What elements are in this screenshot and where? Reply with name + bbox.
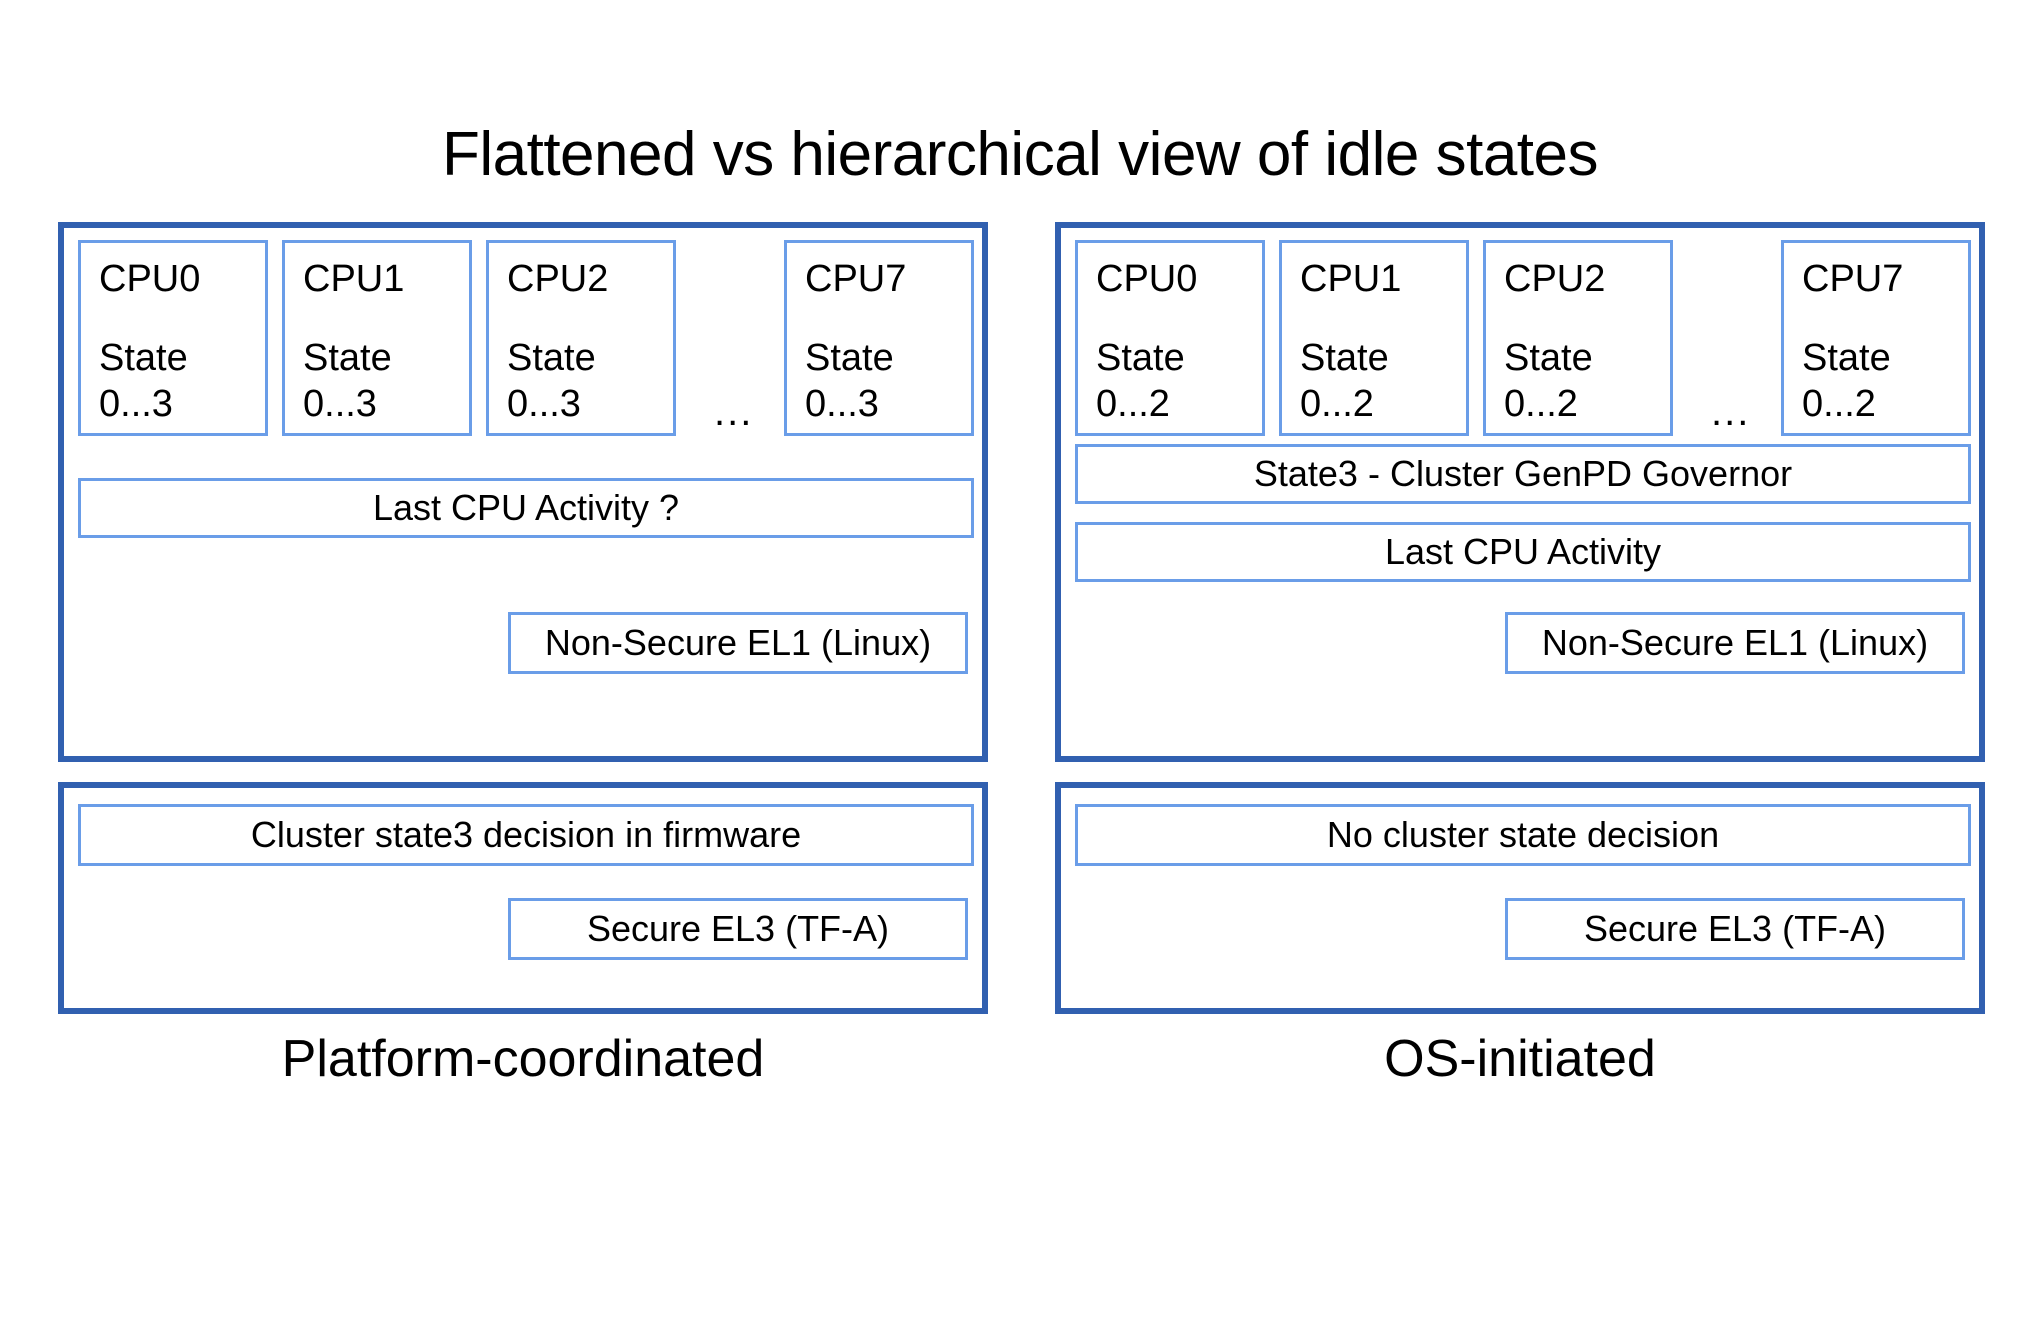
cluster-decision-bar-left[interactable]: Cluster state3 decision in firmware [78, 804, 974, 866]
last-cpu-activity-bar-left[interactable]: Last CPU Activity ? [78, 478, 974, 538]
cpu-state-range: State 0...3 [507, 337, 596, 425]
cpu-label: CPU0 [1096, 258, 1198, 300]
cpu-box-cpu2-left[interactable]: CPU2 State 0...3 [486, 240, 676, 436]
non-secure-el1-panel-right: CPU0 State 0...2 CPU1 State 0...2 CPU2 S… [1055, 222, 1985, 762]
exception-level-tag-el3-left: Secure EL3 (TF-A) [508, 898, 968, 960]
cpu-state-range: State 0...2 [1802, 337, 1891, 425]
cpu-state-range: State 0...3 [805, 337, 894, 425]
cpu-row-right: CPU0 State 0...2 CPU1 State 0...2 CPU2 S… [1075, 240, 1971, 436]
cpu-ellipsis-right: ... [1711, 390, 1751, 434]
exception-level-tag-el1-right: Non-Secure EL1 (Linux) [1505, 612, 1965, 674]
cpu-label: CPU1 [1300, 258, 1402, 300]
cpu-label: CPU7 [805, 258, 907, 300]
column-platform-coordinated: CPU0 State 0...3 CPU1 State 0...3 CPU2 S… [58, 222, 988, 1014]
last-cpu-activity-bar-right[interactable]: Last CPU Activity [1075, 522, 1971, 582]
cpu-ellipsis-left: ... [714, 390, 754, 434]
cpu-box-cpu1-left[interactable]: CPU1 State 0...3 [282, 240, 472, 436]
cpu-state-range: State 0...2 [1300, 337, 1389, 425]
cpu-state-range: State 0...3 [303, 337, 392, 425]
cpu-state-range: State 0...3 [99, 337, 188, 425]
cpu-state-range: State 0...2 [1096, 337, 1185, 425]
secure-el3-panel-right: No cluster state decision Secure EL3 (TF… [1055, 782, 1985, 1014]
cluster-decision-bar-right[interactable]: No cluster state decision [1075, 804, 1971, 866]
cpu-state-range: State 0...2 [1504, 337, 1593, 425]
cpu-box-cpu7-right[interactable]: CPU7 State 0...2 [1781, 240, 1971, 436]
slide-title: Flattened vs hierarchical view of idle s… [441, 120, 1599, 189]
cpu-box-cpu2-right[interactable]: CPU2 State 0...2 [1483, 240, 1673, 436]
cpu-label: CPU2 [507, 258, 609, 300]
non-secure-el1-panel-left: CPU0 State 0...3 CPU1 State 0...3 CPU2 S… [58, 222, 988, 762]
cpu-label: CPU0 [99, 258, 201, 300]
cpu-label: CPU1 [303, 258, 405, 300]
column-os-initiated: CPU0 State 0...2 CPU1 State 0...2 CPU2 S… [1055, 222, 1985, 1014]
cluster-genpd-governor-bar[interactable]: State3 - Cluster GenPD Governor [1075, 444, 1971, 504]
exception-level-tag-el3-right: Secure EL3 (TF-A) [1505, 898, 1965, 960]
cpu-box-cpu0-left[interactable]: CPU0 State 0...3 [78, 240, 268, 436]
cpu-box-cpu7-left[interactable]: CPU7 State 0...3 [784, 240, 974, 436]
caption-os-initiated: OS-initiated [1384, 1030, 1656, 1088]
secure-el3-panel-left: Cluster state3 decision in firmware Secu… [58, 782, 988, 1014]
cpu-box-cpu1-right[interactable]: CPU1 State 0...2 [1279, 240, 1469, 436]
exception-level-tag-el1-left: Non-Secure EL1 (Linux) [508, 612, 968, 674]
caption-platform-coordinated: Platform-coordinated [281, 1030, 765, 1088]
cpu-label: CPU7 [1802, 258, 1904, 300]
cpu-box-cpu0-right[interactable]: CPU0 State 0...2 [1075, 240, 1265, 436]
cpu-row-left: CPU0 State 0...3 CPU1 State 0...3 CPU2 S… [78, 240, 974, 436]
cpu-label: CPU2 [1504, 258, 1606, 300]
